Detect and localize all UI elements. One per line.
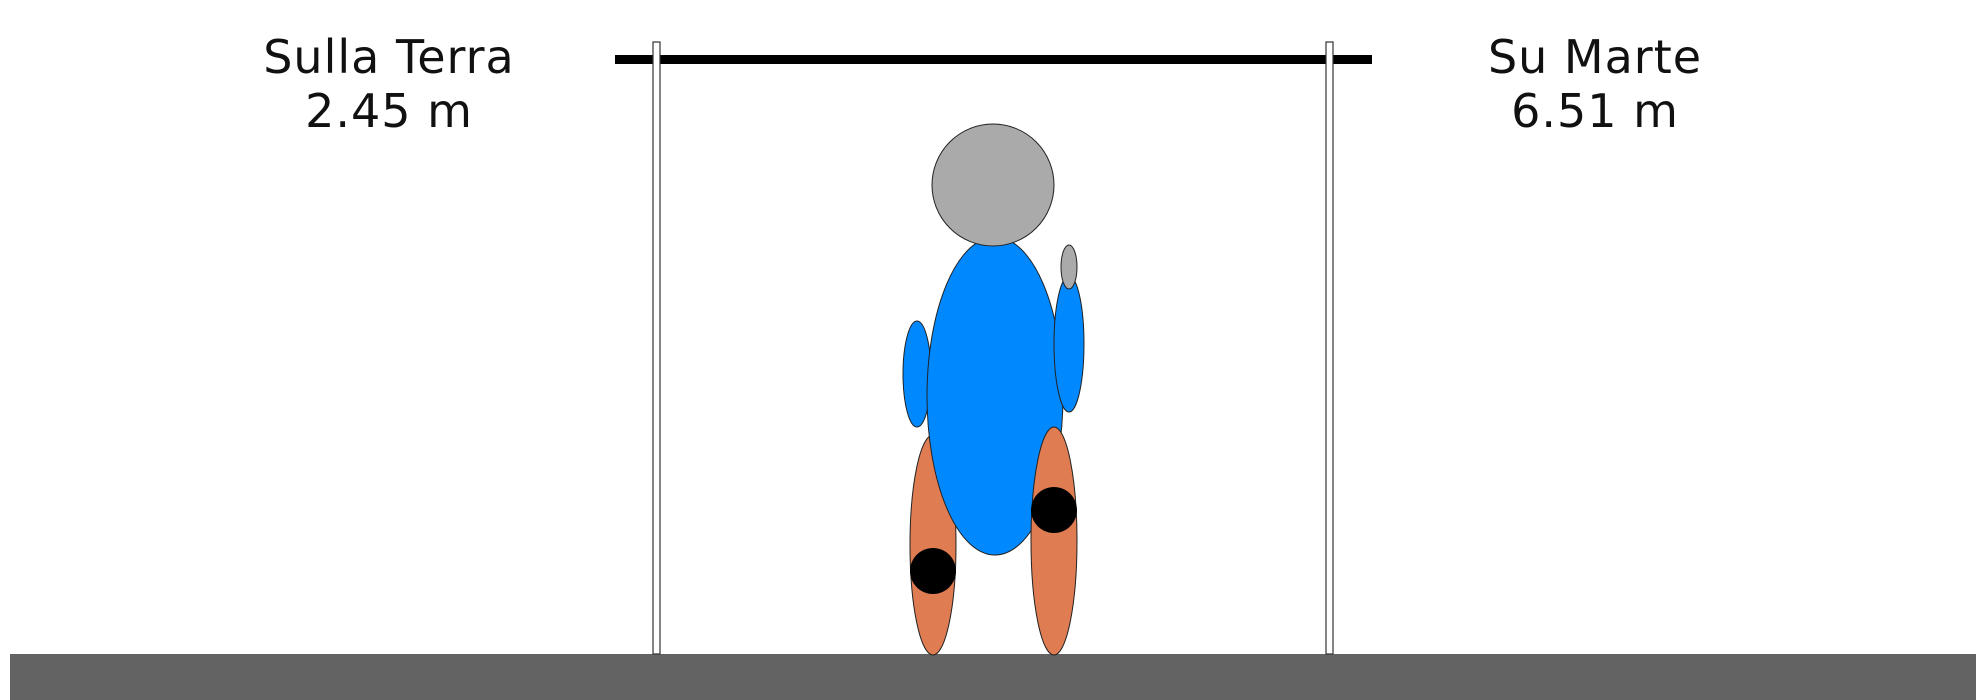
mars-label: Su Marte 6.51 m bbox=[1425, 30, 1765, 138]
earth-label: Sulla Terra 2.45 m bbox=[219, 30, 559, 138]
left-post bbox=[652, 41, 661, 655]
crossbar bbox=[615, 55, 1372, 64]
ground bbox=[10, 654, 1976, 700]
right-arm bbox=[1053, 275, 1085, 413]
earth-place: Sulla Terra bbox=[263, 30, 515, 84]
mars-height: 6.51 m bbox=[1511, 84, 1679, 138]
mars-place: Su Marte bbox=[1487, 30, 1703, 84]
left-knee bbox=[910, 548, 956, 594]
right-knee bbox=[1031, 487, 1077, 533]
earth-height: 2.45 m bbox=[305, 84, 473, 138]
jumper-figure bbox=[902, 123, 1085, 656]
right-leg bbox=[1030, 426, 1078, 656]
head bbox=[931, 123, 1055, 247]
right-post bbox=[1325, 41, 1334, 655]
right-hand bbox=[1060, 244, 1078, 290]
